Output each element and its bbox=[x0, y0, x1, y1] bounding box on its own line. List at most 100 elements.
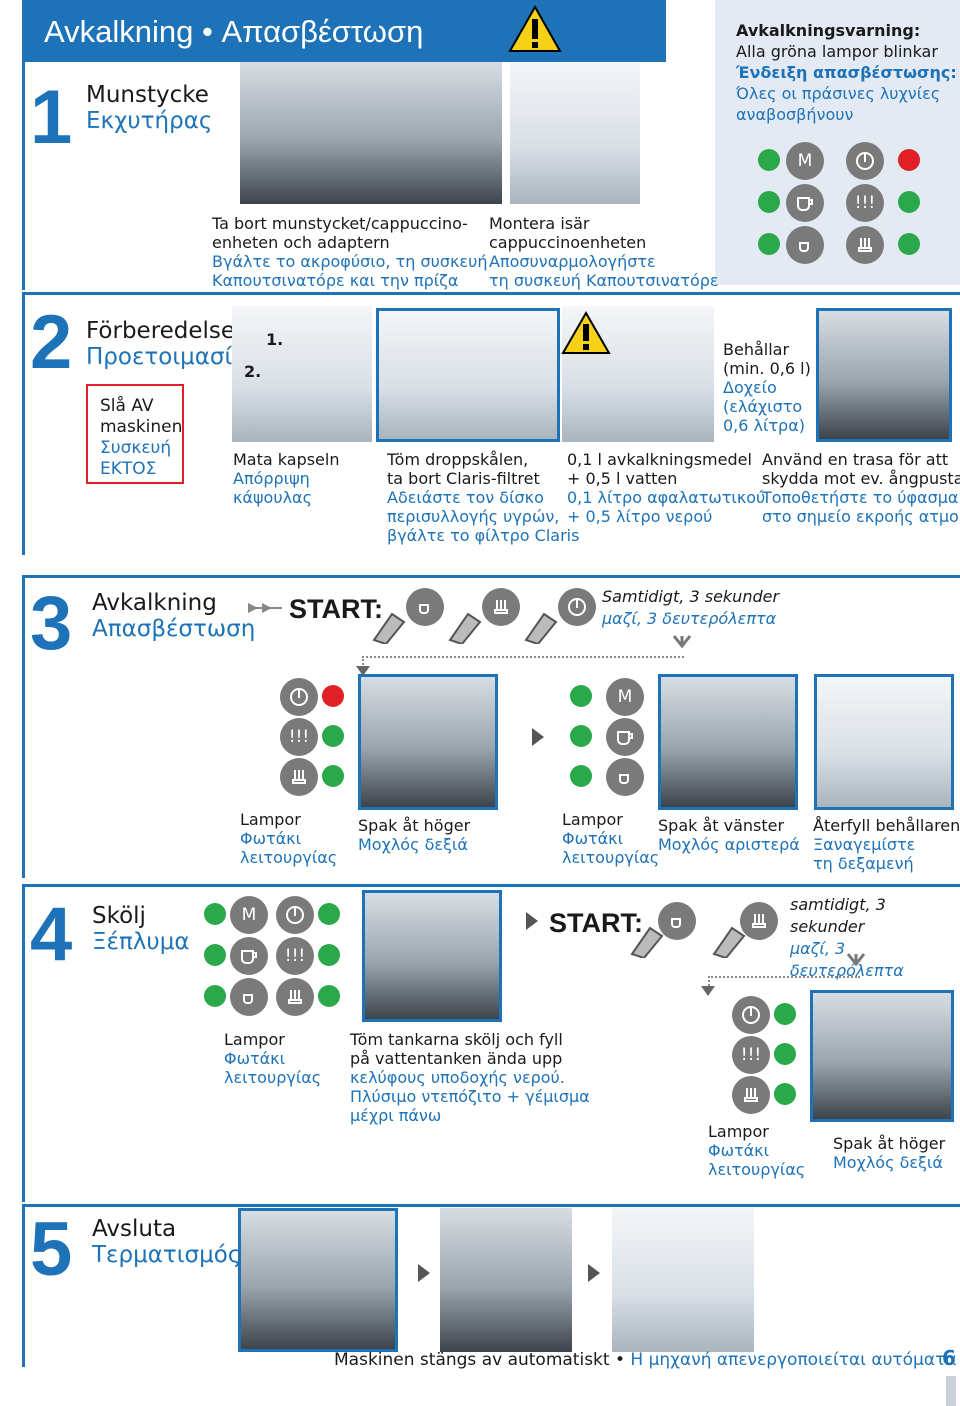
section-4-caption-lever: Spak åt höger Μοχλός δεξιά bbox=[833, 1134, 945, 1172]
caption-el: βγάλτε το φίλτρο Claris bbox=[387, 526, 580, 545]
caption-el: Βγάλτε το ακροφύσιο, τη συσκευή bbox=[212, 252, 488, 271]
m-label: M bbox=[241, 905, 257, 925]
caption-sv: Spak åt vänster bbox=[658, 816, 785, 835]
alert-button: !!! bbox=[276, 937, 314, 975]
photo-drip-tray bbox=[376, 308, 560, 442]
section-2-divider bbox=[22, 292, 960, 295]
photo-refill bbox=[814, 674, 954, 810]
caption-sv: ta bort Claris-filtret bbox=[387, 469, 540, 488]
m-label: M bbox=[617, 687, 633, 707]
steam-icon bbox=[292, 770, 306, 784]
lamp-green bbox=[758, 233, 780, 255]
caption-sv: Ta bort munstycket/cappuccino- bbox=[212, 214, 468, 233]
photo-lever-reset bbox=[238, 1208, 398, 1352]
caption-el: Μοχλός αριστερά bbox=[658, 835, 800, 854]
m-label: M bbox=[797, 151, 813, 171]
caption-sv: enheten och adaptern bbox=[212, 233, 390, 252]
caption-el: λειτουργίας bbox=[562, 848, 660, 867]
caption-sv: (min. 0,6 l) bbox=[723, 359, 811, 378]
start-buttons bbox=[628, 898, 788, 962]
caption-el: 0,1 λίτρο αφαλατωτικού bbox=[567, 488, 766, 507]
caption-el: Φωτάκι bbox=[224, 1049, 286, 1068]
caption-el: λειτουργίας bbox=[224, 1068, 322, 1087]
warning-box bbox=[715, 0, 960, 285]
caption-el: Ξαναγεμίστε bbox=[813, 835, 916, 854]
warning-line-el-1: Όλες οι πράσινες λυχνίες bbox=[736, 84, 941, 103]
cup-large-button bbox=[606, 718, 644, 756]
start-label: START: bbox=[549, 908, 643, 938]
caption-el: Πλύσιμο ντεπόζιτο + γέμισμα bbox=[350, 1087, 590, 1106]
caption-sv: cappuccinoenheten bbox=[489, 233, 647, 252]
finger-icon bbox=[712, 926, 746, 958]
caption-el: Μοχλός δεξιά bbox=[833, 1153, 943, 1172]
warning-line-el-2: αναβοσβήνουν bbox=[736, 105, 854, 124]
section-4-divider bbox=[22, 884, 960, 887]
photo-capsule bbox=[232, 306, 372, 442]
caption-el: Αποσυναρμολογήστε bbox=[489, 252, 656, 271]
caption-el: κάψουλας bbox=[233, 488, 312, 507]
page-title: Avkalkning • Απασβέστωση bbox=[44, 14, 423, 50]
arrow-down-icon bbox=[701, 986, 715, 996]
caption-sv: Spak åt höger bbox=[833, 1134, 946, 1153]
photo-lever-left bbox=[658, 674, 798, 810]
switch-off-sv: Slå AV bbox=[100, 396, 154, 416]
section-1-number: 1 bbox=[30, 75, 73, 160]
finger-icon bbox=[372, 612, 406, 644]
simultaneous-sv: samtidigt, 3 sekunder bbox=[790, 895, 886, 936]
steam-icon bbox=[288, 990, 302, 1004]
warning-text: Avkalkningsvarning: Alla gröna lampor bl… bbox=[736, 20, 957, 125]
section-2-line bbox=[22, 295, 25, 555]
cup-small-icon bbox=[419, 604, 429, 614]
section-3-caption-lever-right: Spak åt höger Μοχλός δεξιά bbox=[358, 816, 470, 854]
switch-off-box: Slå AV maskinen Συσκευή ΕΚΤΟΣ bbox=[86, 384, 184, 484]
caption-sv: Lampor bbox=[562, 810, 623, 829]
section-4-title-sv: Skölj bbox=[92, 903, 146, 929]
lamp-green bbox=[204, 985, 226, 1007]
switch-off-el: Συσκευή bbox=[100, 438, 172, 458]
caption-el: Αδειάστε τον δίσκο bbox=[387, 488, 544, 507]
footer-el: Η μηχανή απενεργοποιείται αυτόματα bbox=[630, 1350, 957, 1370]
alert-label: !!! bbox=[288, 727, 310, 747]
section-2-number: 2 bbox=[30, 300, 73, 385]
cup-small-button bbox=[230, 978, 268, 1016]
next-arrow-icon bbox=[532, 728, 544, 746]
finger-icon bbox=[448, 612, 482, 644]
photo-lever-right-2 bbox=[810, 990, 954, 1122]
caption-el: Μοχλός δεξιά bbox=[358, 835, 468, 854]
power-icon bbox=[856, 152, 874, 170]
lamp-green bbox=[322, 765, 344, 787]
caption-sv: Mata kapseln bbox=[233, 450, 340, 469]
arrow-down-icon bbox=[356, 666, 370, 676]
warning-lamp-panel: M !!! bbox=[740, 140, 950, 270]
alert-label: !!! bbox=[740, 1045, 762, 1065]
alert-button: !!! bbox=[732, 1036, 770, 1074]
lamp-green bbox=[898, 233, 920, 255]
footer-bullet: • bbox=[614, 1350, 625, 1370]
section-2-title-sv: Förberedelser bbox=[86, 318, 245, 344]
section-2-title-el: Προετοιμασία bbox=[86, 344, 248, 370]
lamp-green bbox=[774, 1083, 796, 1105]
section-1-title: Munstycke Εκχυτήρας bbox=[86, 82, 212, 134]
title-bullet: • bbox=[201, 14, 213, 49]
section-4-title: Skölj Ξέπλυμα bbox=[92, 903, 190, 955]
section-5-title-sv: Avsluta bbox=[92, 1216, 177, 1242]
caption-el: μέχρι πάνω bbox=[350, 1106, 442, 1125]
lamp-green bbox=[322, 725, 344, 747]
alert-label: !!! bbox=[284, 946, 306, 966]
cup-small-button bbox=[786, 226, 824, 264]
alert-button: !!! bbox=[280, 718, 318, 756]
section-5-divider bbox=[22, 1204, 960, 1207]
lamp-green bbox=[318, 903, 340, 925]
cup-large-icon bbox=[617, 731, 633, 745]
caption-el: λειτουργίας bbox=[708, 1160, 806, 1179]
footer-text: Maskinen stängs av automatiskt • Η μηχαν… bbox=[334, 1350, 957, 1370]
caption-sv: Spak åt höger bbox=[358, 816, 471, 835]
steam-icon bbox=[858, 238, 872, 252]
caption-sv: + 0,5 l vatten bbox=[567, 469, 678, 488]
section-3-title-el: Απασβέστωση bbox=[92, 616, 256, 642]
lamp-green bbox=[204, 903, 226, 925]
caption-el: + 0,5 λίτρο νερού bbox=[567, 507, 713, 526]
cup-large-icon bbox=[797, 197, 813, 211]
cup-large-button bbox=[230, 937, 268, 975]
steam-button bbox=[846, 226, 884, 264]
